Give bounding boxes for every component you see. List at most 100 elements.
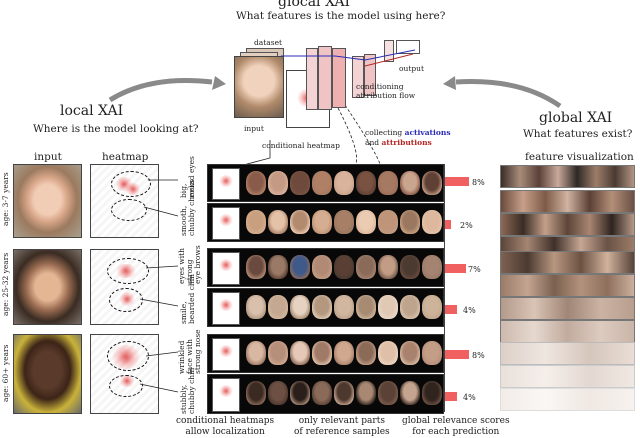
relevance-pct-3: 7% (468, 265, 481, 274)
relevance-bar-5 (445, 350, 469, 359)
local-arrow (108, 78, 213, 103)
reference-patch (400, 255, 420, 279)
strip-heatmap-thumb (212, 207, 240, 240)
reference-patch (246, 210, 266, 234)
reference-patch (312, 295, 332, 319)
relevance-pct-1: 8% (472, 178, 485, 187)
heatmap-man (90, 249, 159, 325)
input-photo-child (13, 164, 82, 238)
reference-patch (356, 341, 376, 365)
reference-patch (334, 341, 354, 365)
layer-3 (332, 48, 346, 108)
collecting-label-2: and attributions (365, 138, 432, 147)
feature-row-9 (500, 342, 635, 365)
reference-patch (290, 171, 310, 195)
reference-patch (268, 171, 288, 195)
dataset-label: dataset (254, 38, 283, 47)
layer-6 (384, 40, 394, 62)
global-arrow-head (443, 76, 456, 90)
flow-arrows (281, 49, 416, 67)
reference-patch (268, 381, 288, 405)
reference-patch (312, 171, 332, 195)
relevance-pct-2: 2% (460, 221, 473, 230)
reference-patch (400, 295, 420, 319)
reference-patch (400, 381, 420, 405)
strip-heatmap-thumb (212, 292, 240, 325)
reference-patch (246, 171, 266, 195)
reference-patch (334, 381, 354, 405)
reference-patch (356, 295, 376, 319)
feature-row-5 (500, 251, 635, 274)
reference-patch (334, 171, 354, 195)
relevance-axis (444, 164, 445, 412)
reference-patch (356, 210, 376, 234)
reference-patch (268, 210, 288, 234)
reference-patch (422, 210, 442, 234)
conditional-heatmap-label: conditional heatmap (262, 141, 340, 150)
feature-row-2 (500, 190, 635, 213)
local-arrow-head (212, 76, 226, 90)
heatmap-child-oval-eyes (111, 171, 151, 197)
strip-heatmap-blob (219, 345, 233, 357)
feature-row-3 (500, 213, 635, 236)
reference-patch (422, 381, 442, 405)
relevance-bar-3 (445, 264, 466, 273)
strip-heatmap-thumb (212, 338, 240, 371)
strip-heatmap-blob (219, 259, 233, 271)
heatmap-column-title: heatmap (102, 151, 149, 163)
strip-heatmap-blob (219, 385, 233, 397)
header-title: glocal XAI (278, 0, 351, 10)
heatmap-man-oval-eyes (107, 258, 149, 284)
input-photo-man (13, 249, 82, 325)
strip-heatmap-thumb (212, 168, 240, 200)
concept-strip-3 (207, 248, 444, 287)
concept-label-6: stubbly, chubby chin (179, 367, 196, 414)
reference-patch (246, 341, 266, 365)
global-arrow (455, 79, 562, 109)
local-subtitle: Where is the model looking at? (33, 123, 199, 135)
concept-strip-2 (207, 203, 444, 242)
relevance-pct-4: 4% (463, 306, 476, 315)
concept-strip-5 (207, 334, 444, 373)
reference-patch (246, 255, 266, 279)
concept-label-2: smooth, chubby cheeks (179, 179, 196, 236)
concept-strip-6 (207, 374, 444, 414)
reference-patch (290, 341, 310, 365)
reference-patch (422, 171, 442, 195)
strip-heatmap-blob (219, 175, 233, 187)
reference-patch (422, 295, 442, 319)
heatmap-elder (90, 334, 159, 414)
reference-patch (290, 295, 310, 319)
reference-patch (290, 210, 310, 234)
local-title: local XAI (60, 103, 124, 119)
relevance-bar-4 (445, 305, 457, 314)
relevance-pct-5: 8% (472, 351, 485, 360)
reference-patch (268, 341, 288, 365)
heatmap-child (90, 164, 159, 238)
reference-patch (378, 210, 398, 234)
concept-strip-4 (207, 288, 444, 327)
strip-heatmap-blob (219, 214, 233, 226)
reference-patch (378, 255, 398, 279)
relevance-bar-1 (445, 177, 469, 186)
reference-patch (312, 255, 332, 279)
heatmap-man-oval-chin (109, 288, 143, 312)
global-subtitle: What features exist? (523, 128, 633, 140)
heatmap-child-oval-cheeks (111, 199, 147, 221)
feature-row-7 (500, 297, 635, 320)
caption-global-relevance: global relevance scores for each predict… (402, 416, 510, 437)
relevance-bar-6 (445, 392, 457, 401)
layer-4 (352, 56, 364, 98)
heatmap-elder-oval-chin (109, 375, 143, 397)
input-label: input (244, 124, 264, 133)
reference-patch (378, 295, 398, 319)
reference-patch (312, 341, 332, 365)
output-label: output (399, 64, 425, 73)
feature-row-11 (500, 388, 635, 411)
reference-patch (356, 255, 376, 279)
collect-line-1 (337, 107, 357, 165)
caption-conditional-heatmaps: conditional heatmaps allow localization (176, 416, 275, 437)
feature-row-1 (500, 165, 635, 188)
input-image (234, 56, 284, 118)
reference-patch (290, 381, 310, 405)
